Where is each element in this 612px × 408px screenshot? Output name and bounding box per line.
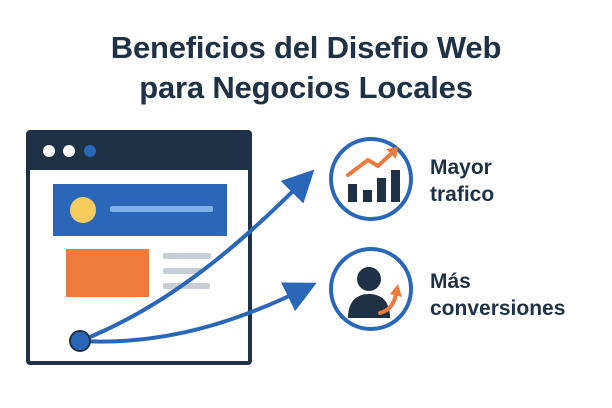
diagram-title: Beneficios del Disefio Web para Negocios…: [0, 28, 612, 108]
content-text-line: [163, 283, 210, 289]
benefit-label-line: trafico: [430, 183, 495, 206]
content-image-block: [66, 249, 149, 297]
arrow-to-conversions: [78, 282, 317, 344]
browser-dot-icon: [43, 145, 55, 157]
browser-dot-icon: [84, 145, 96, 157]
browser-title-bar: [28, 132, 250, 170]
benefit-label-line: Más: [430, 270, 471, 293]
logo-circle-icon: [70, 197, 96, 223]
arrow-origin-dot: [69, 330, 91, 352]
growth-chart-icon: [329, 137, 413, 221]
header-text-line: [110, 206, 213, 212]
content-text-line: [163, 253, 211, 259]
arrow-to-traffic: [78, 169, 315, 343]
benefit-label-conversions: Más conversiones: [430, 268, 565, 322]
benefit-label-line: conversiones: [430, 297, 566, 320]
user-conversion-icon: [329, 247, 413, 331]
content-text-line: [163, 268, 203, 274]
title-line-2: para Negocios Locales: [139, 70, 473, 105]
website-browser-illustration: [26, 130, 252, 365]
browser-dot-icon: [63, 145, 75, 157]
benefit-label-traffic: Mayor trafico: [430, 154, 494, 208]
title-line-1: Beneficios del Disefio Web: [110, 30, 502, 65]
benefit-label-line: Mayor: [430, 156, 492, 179]
